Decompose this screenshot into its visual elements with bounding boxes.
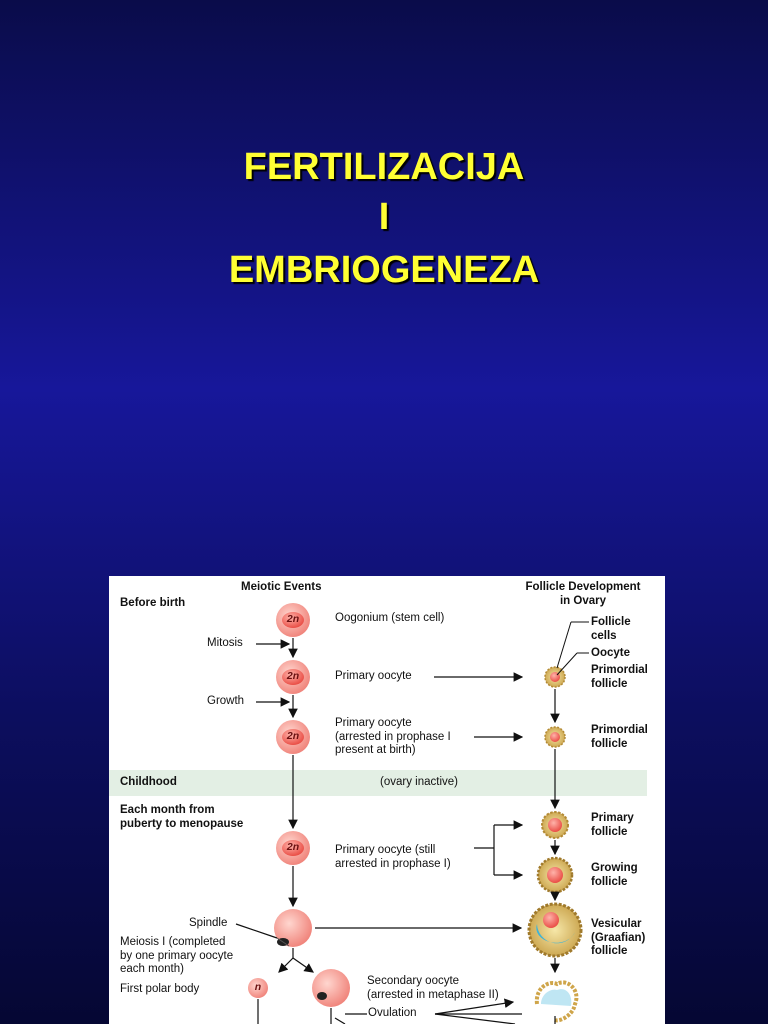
first-polar-body-label: First polar body [120,983,200,995]
oogenesis-figure: 2n 2n 2n 2n n Meiotic Events Follicle De… [109,576,665,1024]
first-polar-body-cell [248,978,268,998]
follicle-cells-label: Follicle cells [591,616,631,642]
ploidy-label: n [254,981,262,993]
growth-label: Growth [207,695,245,707]
before-birth-label: Before birth [120,597,186,609]
ruptured-follicle [534,980,579,1023]
primary-follicle [541,811,569,839]
primordial-follicle-2 [544,726,566,748]
diagram-graphics [235,603,589,1024]
primary-oocyte-arrested-label: Primary oocyte (arrested in prophase I p… [335,717,451,756]
mitosis-label: Mitosis [207,637,243,649]
meiosis-i-cell [274,909,312,947]
spindle-label: Spindle [189,917,228,929]
secondary-oocyte-label: Secondary oocyte (arrested in metaphase … [367,975,499,1001]
ovulation-label: Ovulation [368,1007,417,1019]
ploidy-label: 2n [286,841,300,853]
ploidy-label: 2n [286,613,300,625]
primordial-follicle-label-1: Primordial follicle [591,664,648,690]
primary-oocyte-cell-2 [276,720,310,754]
ploidy-label: 2n [286,670,300,682]
childhood-label: Childhood [120,776,177,788]
oocyte-label: Oocyte [591,647,630,659]
slide-title-line-1: FERTILIZACIJA [243,146,525,188]
childhood-band [109,770,647,796]
primary-oocyte-still-label: Primary oocyte (still arrested in propha… [335,844,451,870]
secondary-oocyte-cell [312,969,350,1007]
growing-follicle-label: Growing follicle [591,862,638,888]
header-follicle-development: Follicle Development in Ovary [525,581,641,607]
primary-oocyte-label: Primary oocyte [335,670,412,682]
header-meiotic-events: Meiotic Events [241,581,322,593]
growing-follicle [536,856,574,894]
primordial-follicle-label-2: Primordial follicle [591,724,648,750]
primary-oocyte-cell-1 [276,660,310,694]
primary-oocyte-cell-3 [276,831,310,865]
each-month-label: Each month from puberty to menopause [120,804,244,830]
ovary-inactive-label: (ovary inactive) [380,776,458,788]
vesicular-follicle-label: Vesicular (Graafian) follicle [591,918,646,957]
meiosis-i-label: Meiosis I (completed by one primary oocy… [120,936,234,975]
oogonium-label: Oogonium (stem cell) [335,612,445,624]
primary-follicle-label: Primary follicle [591,812,634,838]
vesicular-follicle [527,902,583,958]
ploidy-label: 2n [286,730,300,742]
slide-title-line-2: I [378,196,390,238]
slide-title-line-3: EMBRIOGENEZA [228,249,540,291]
oogonium-cell [276,603,310,637]
